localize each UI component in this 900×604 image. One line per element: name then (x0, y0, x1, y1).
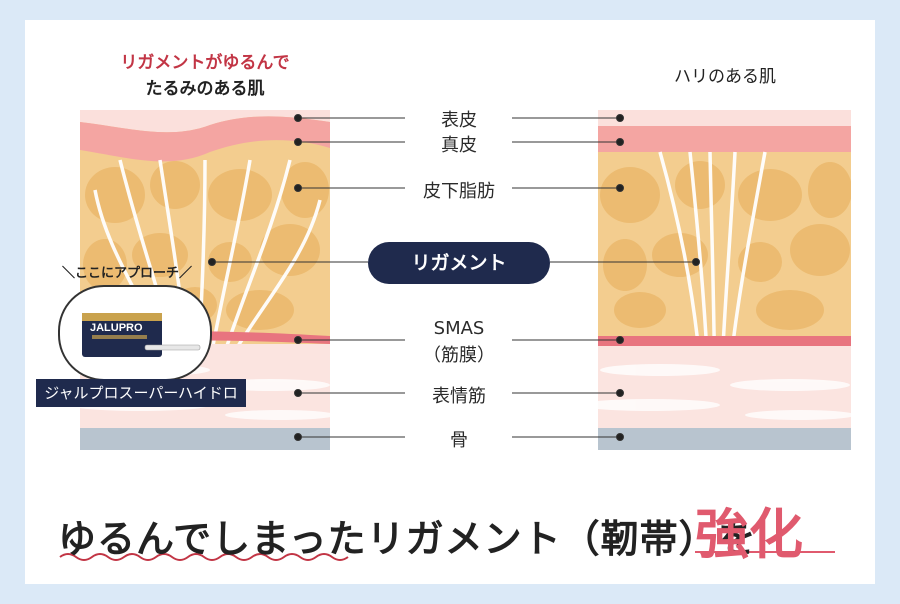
product-box-text: JALUPRO (90, 322, 143, 334)
approach-note: ＼ここにアプローチ／ (62, 266, 193, 281)
label-epidermis: 表皮 (441, 110, 477, 131)
label-ligament: リガメント (368, 242, 550, 284)
label-dermis: 真皮 (441, 135, 477, 156)
product-image: JALUPRO (82, 313, 201, 357)
left-title-line1: リガメントがゆるんで (120, 53, 290, 73)
left-title-line2: たるみのある肌 (145, 79, 265, 99)
right-title: ハリのある肌 (674, 67, 776, 87)
headline-emphasis: 強化 (695, 503, 803, 566)
headline-wave (59, 553, 349, 561)
label-smas-sub: （筋膜） (423, 345, 495, 366)
right-skin-panel (598, 110, 851, 450)
label-smas: SMAS (433, 318, 485, 339)
label-subcutaneous-fat: 皮下脂肪 (423, 181, 495, 202)
headline-text: ゆるんでしまったリガメント（靭帯）を (58, 517, 757, 561)
label-bone: 骨 (450, 430, 468, 451)
product-name-tag: ジャルプロスーパーハイドロ (36, 379, 246, 407)
product-bubble: JALUPRO (58, 285, 212, 381)
label-facial-muscle: 表情筋 (432, 386, 486, 407)
